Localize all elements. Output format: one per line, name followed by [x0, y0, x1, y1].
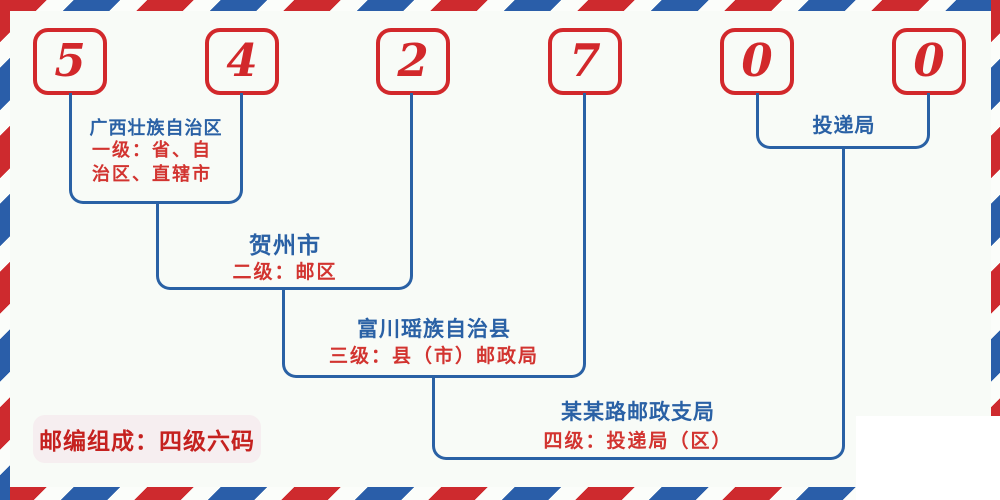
digit-6: 0 — [913, 34, 945, 87]
level4-desc: 四级：投递局（区） — [543, 431, 733, 452]
corner-white-patch — [856, 416, 1000, 500]
digit-box-5: 0 — [720, 28, 794, 95]
level1-desc-line1: 一级：省、自 — [92, 140, 212, 160]
line-digit2 — [240, 93, 243, 188]
airmail-border-right — [991, 0, 1000, 500]
drop-level1 — [156, 201, 159, 274]
digit-4: 7 — [569, 34, 601, 87]
delivery-name: 投递局 — [812, 115, 876, 137]
line-digit1 — [69, 93, 72, 188]
digit-3: 2 — [397, 34, 429, 87]
level4-name: 某某路邮政支局 — [561, 401, 715, 424]
drop-level2 — [282, 287, 285, 362]
badge-text: 邮编组成：四级六码 — [39, 428, 255, 455]
drop-level3 — [432, 375, 435, 444]
level1-desc: 一级：省、自 治区、直辖市 — [62, 138, 242, 186]
digit-2: 4 — [226, 34, 258, 87]
line-digit3 — [410, 93, 413, 276]
line-digit5 — [756, 93, 759, 133]
airmail-border-bottom — [0, 487, 1000, 500]
level1-name: 广西壮族自治区 — [89, 118, 223, 138]
level2-name: 贺州市 — [249, 232, 321, 258]
digit-box-4: 7 — [548, 28, 622, 95]
airmail-border-left — [0, 0, 10, 500]
digit-box-3: 2 — [376, 28, 450, 95]
bracket-level4 — [432, 442, 845, 460]
level3-desc: 三级：县（市）邮政局 — [328, 346, 539, 367]
level1-desc-line2: 治区、直辖市 — [92, 164, 212, 184]
digit-box-2: 4 — [205, 28, 279, 95]
level3-name: 富川瑶族自治县 — [357, 318, 511, 341]
digit-5: 0 — [741, 34, 773, 87]
level2-desc: 二级：邮区 — [232, 262, 338, 283]
airmail-border-top — [0, 0, 1000, 11]
postcode-composition-badge: 邮编组成：四级六码 — [33, 415, 261, 463]
line-digit6 — [927, 93, 930, 133]
line-digit4 — [583, 93, 586, 362]
digit-1: 5 — [54, 34, 86, 87]
digit-box-1: 5 — [33, 28, 107, 95]
digit-box-6: 0 — [892, 28, 966, 95]
drop-delivery — [842, 147, 845, 444]
